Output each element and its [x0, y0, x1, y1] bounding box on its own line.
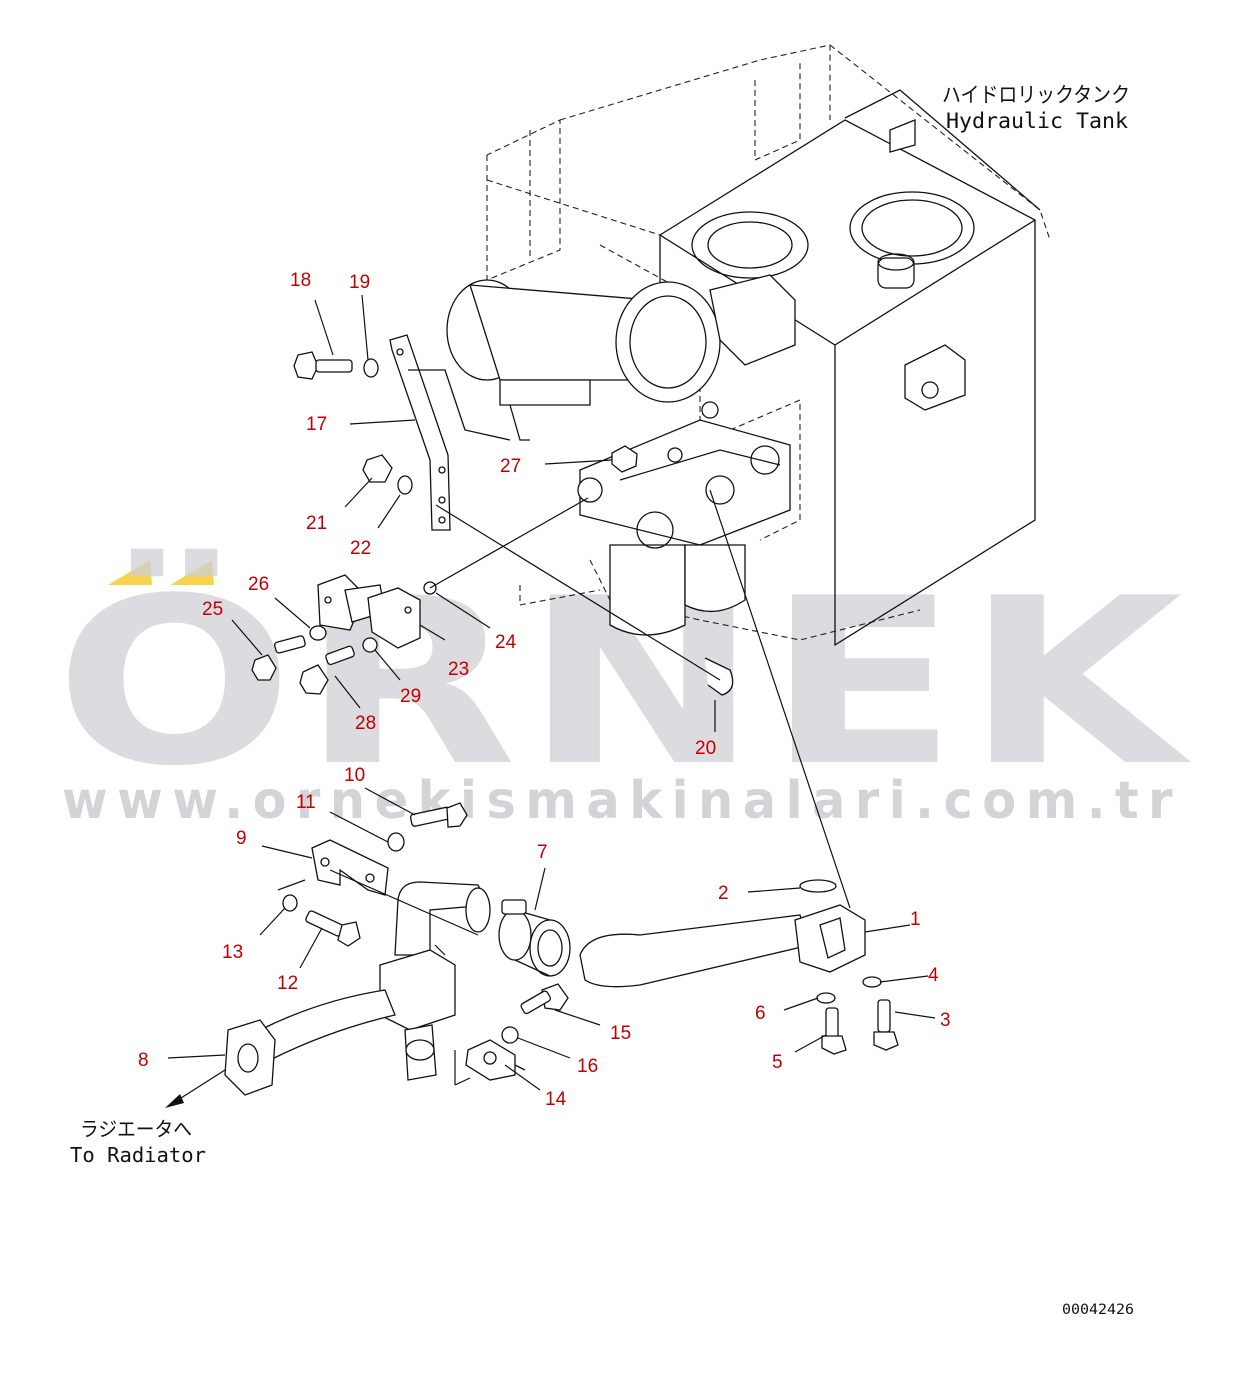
callout-3: 3 — [940, 1010, 951, 1031]
callout-9: 9 — [236, 828, 247, 849]
part-pipe-8 — [224, 881, 491, 1096]
tank-label-jp: ハイドロリックタンク — [942, 83, 1130, 107]
tank-label-en: Hydraulic Tank — [946, 109, 1128, 133]
callout-7: 7 — [537, 842, 548, 863]
part-bolt-12 — [305, 910, 361, 947]
part-washer-22 — [397, 475, 413, 495]
callout-16: 16 — [577, 1056, 598, 1077]
callout-1: 1 — [910, 909, 921, 930]
part-bracket-17 — [389, 334, 511, 531]
part-bolt-25 — [251, 635, 306, 681]
callout-25: 25 — [202, 599, 223, 620]
callout-2: 2 — [718, 883, 729, 904]
callout-12: 12 — [277, 973, 298, 994]
part-washer-6 — [816, 992, 836, 1004]
callout-8: 8 — [138, 1050, 149, 1071]
callout-20: 20 — [695, 738, 716, 759]
callout-29: 29 — [400, 686, 421, 707]
leader-lines — [165, 294, 936, 1108]
part-nut-21 — [362, 454, 393, 483]
callouts: 1 2 3 4 5 6 7 8 9 10 11 12 13 14 15 16 1… — [138, 270, 951, 1110]
callout-21: 21 — [306, 513, 327, 534]
part-oring-2 — [799, 879, 837, 893]
hydraulic-tank-drawing — [446, 44, 1051, 647]
radiator-label-jp: ラジエータへ — [80, 1117, 192, 1141]
callout-11: 11 — [296, 792, 316, 813]
callout-27: 27 — [500, 456, 521, 477]
part-bracket-9 — [311, 839, 389, 896]
part-hose-clamp-7 — [498, 899, 571, 977]
part-bolt-28 — [299, 645, 355, 695]
part-hose-1 — [579, 904, 866, 988]
watermark-accent-right — [170, 560, 214, 585]
callout-17: 17 — [306, 414, 327, 435]
callout-5: 5 — [772, 1052, 783, 1073]
radiator-label-en: To Radiator — [70, 1143, 206, 1167]
part-washer-29 — [362, 637, 378, 653]
watermark-url: www.ornekismakinalari.com.tr — [62, 771, 1182, 831]
watermark-accent-left — [108, 560, 152, 585]
part-bolt-18 — [293, 351, 353, 380]
part-flange-23 — [317, 574, 421, 649]
part-washer-4 — [862, 976, 882, 988]
callout-6: 6 — [755, 1003, 766, 1024]
part-bolt-10 — [409, 802, 468, 828]
callout-13: 13 — [222, 942, 243, 963]
callout-23: 23 — [448, 659, 469, 680]
callout-14: 14 — [545, 1089, 567, 1110]
callout-28: 28 — [355, 713, 376, 734]
callout-24: 24 — [495, 632, 517, 653]
part-flange-14 — [465, 1039, 526, 1081]
callout-15: 15 — [610, 1023, 631, 1044]
callout-19: 19 — [349, 272, 370, 293]
drawing-number: 00042426 — [1062, 1302, 1134, 1318]
part-washer-19 — [363, 358, 379, 378]
part-oring-26 — [309, 625, 327, 641]
part-washer-11 — [387, 832, 405, 852]
callout-22: 22 — [350, 538, 371, 559]
part-clip-20 — [704, 657, 734, 696]
callout-10: 10 — [344, 765, 365, 786]
part-nut-27 — [611, 445, 638, 473]
callout-26: 26 — [248, 574, 269, 595]
part-washer-13 — [282, 894, 298, 912]
callout-18: 18 — [290, 270, 311, 291]
part-bolt-5 — [821, 1007, 847, 1055]
part-bolt-3 — [873, 999, 899, 1051]
part-washer-16 — [501, 1026, 519, 1044]
part-bolt-15 — [520, 983, 569, 1015]
callout-4: 4 — [928, 965, 939, 986]
